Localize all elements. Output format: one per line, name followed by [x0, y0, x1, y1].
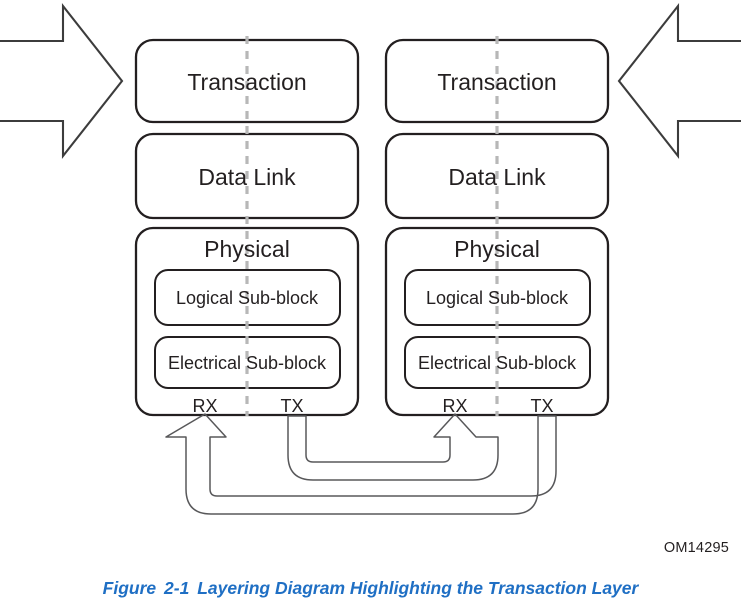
- right-transaction-label: Transaction: [437, 69, 556, 95]
- figure-reference-code: OM14295: [663, 540, 729, 556]
- figure-caption-prefix: Figure: [102, 578, 157, 598]
- left-device-stack: Transaction Data Link Physical Logical S…: [134, 36, 360, 417]
- left-data-link-label: Data Link: [198, 164, 296, 190]
- figure-caption: Figure 2-1 Layering Diagram Highlighting…: [0, 578, 741, 599]
- left-transaction-label: Transaction: [187, 69, 306, 95]
- right-electrical-sub-block-label: Electrical Sub-block: [418, 353, 577, 373]
- right-rx-port-label: RX: [442, 396, 467, 416]
- inbound-left-arrow-icon: [0, 2, 124, 160]
- left-logical-sub-block-label: Logical Sub-block: [176, 288, 319, 308]
- left-tx-port-label: TX: [280, 396, 303, 416]
- right-logical-sub-block-label: Logical Sub-block: [426, 288, 569, 308]
- right-device-stack: Transaction Data Link Physical Logical S…: [384, 36, 610, 417]
- figure-caption-number: 2-1: [164, 578, 190, 598]
- right-tx-port-label: TX: [530, 396, 553, 416]
- figure-caption-title: Layering Diagram Highlighting the Transa…: [197, 578, 639, 598]
- inbound-right-arrow-icon: [617, 2, 741, 160]
- left-electrical-sub-block-label: Electrical Sub-block: [168, 353, 327, 373]
- left-physical-label: Physical: [204, 236, 290, 262]
- link-left-tx-to-right-rx: [287, 413, 499, 481]
- link-right-tx-to-left-rx: [165, 413, 557, 515]
- left-rx-port-label: RX: [192, 396, 217, 416]
- right-data-link-label: Data Link: [448, 164, 546, 190]
- right-physical-label: Physical: [454, 236, 540, 262]
